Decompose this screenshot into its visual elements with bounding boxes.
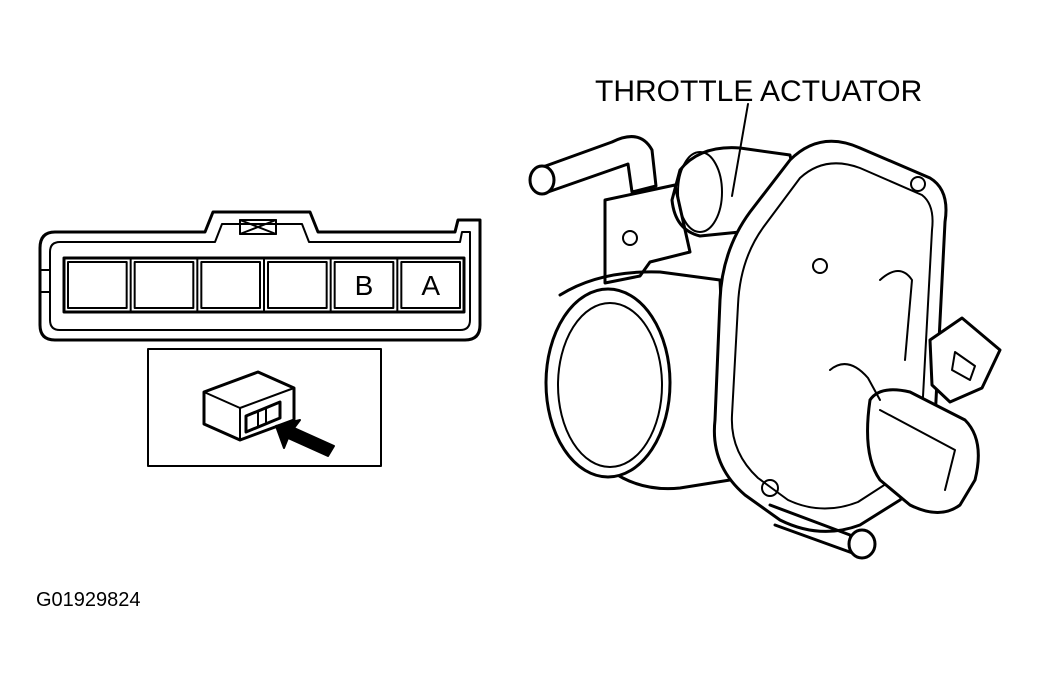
throttle-actuator-callout: THROTTLE ACTUATOR xyxy=(595,75,922,108)
terminal-cavity xyxy=(267,261,328,309)
bolt-mid xyxy=(812,258,828,274)
connector-inner-shell xyxy=(49,223,471,331)
vacuum-tube xyxy=(538,135,658,194)
terminal-cavity xyxy=(333,261,395,309)
throttle-bore-tube xyxy=(558,270,732,491)
throttle-body-drawing xyxy=(528,103,1002,560)
terminal-cavity xyxy=(200,261,261,309)
terminal-label: A xyxy=(421,270,440,301)
callout-leader-line xyxy=(731,103,749,197)
arrow-icon xyxy=(275,419,335,457)
sensor-connector-housing xyxy=(866,388,980,514)
bolt-bottom xyxy=(761,479,779,497)
throttle-bore-opening xyxy=(544,287,672,479)
connector-inset-view xyxy=(147,348,382,467)
throttle-body-flange xyxy=(603,183,692,285)
connector-lock-tab xyxy=(239,219,277,235)
terminal-cavity xyxy=(133,261,195,309)
terminal-label: B xyxy=(355,270,374,301)
terminal-cavity xyxy=(67,261,128,309)
inset-frame xyxy=(147,348,382,467)
bolt-top-right xyxy=(910,176,926,192)
terminal-cavity xyxy=(400,261,462,309)
figure-id: G01929824 xyxy=(36,589,141,611)
connector-outer-shell xyxy=(38,210,482,342)
